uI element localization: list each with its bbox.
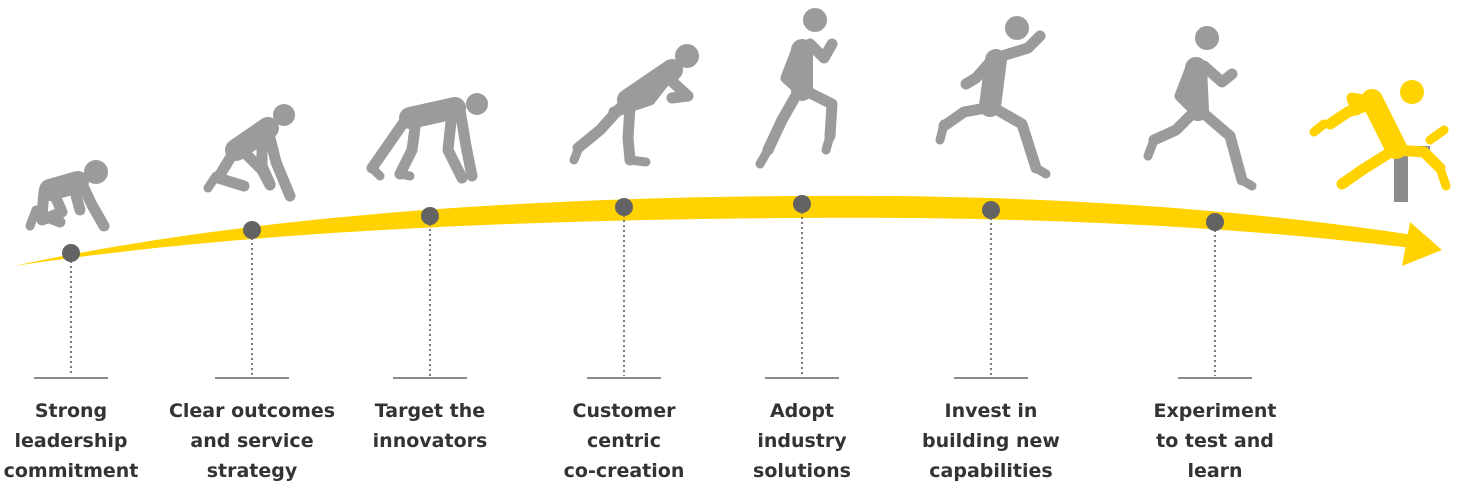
stage-dot bbox=[982, 201, 1000, 219]
stage-label: Target the innovators bbox=[372, 400, 488, 452]
stage-label: Clear outcomes and service strategy bbox=[168, 400, 336, 482]
stage-markers bbox=[34, 195, 1252, 379]
stage-dot bbox=[615, 198, 633, 216]
stage-label: Customer centric co-creation bbox=[563, 400, 685, 482]
kneeling-runner-icon bbox=[203, 104, 296, 202]
sprinting-figure-icon bbox=[935, 16, 1051, 179]
arrow-head bbox=[1402, 222, 1442, 266]
crouching-runner-icon bbox=[25, 160, 110, 232]
stage-label: Experiment to test and learn bbox=[1153, 400, 1277, 482]
runner-figures bbox=[25, 8, 1451, 232]
stage-dot bbox=[421, 207, 439, 225]
hurdler-icon bbox=[1309, 80, 1451, 191]
striding-runner-icon bbox=[1143, 26, 1257, 191]
stage-dot bbox=[243, 221, 261, 239]
set-position-runner-icon bbox=[366, 93, 488, 184]
stage-dot bbox=[1206, 213, 1224, 231]
stage-dot bbox=[793, 195, 811, 213]
starting-runner-icon bbox=[569, 44, 699, 167]
stage-label: Invest in building new capabilities bbox=[922, 400, 1060, 482]
arrow-body bbox=[14, 195, 1420, 266]
stage-dot bbox=[62, 244, 80, 262]
running-figure-icon bbox=[755, 8, 838, 169]
progress-arrow bbox=[14, 195, 1442, 266]
stage-label: Adopt industry solutions bbox=[753, 400, 851, 482]
stage-label: Strong leadership commitment bbox=[3, 400, 139, 482]
